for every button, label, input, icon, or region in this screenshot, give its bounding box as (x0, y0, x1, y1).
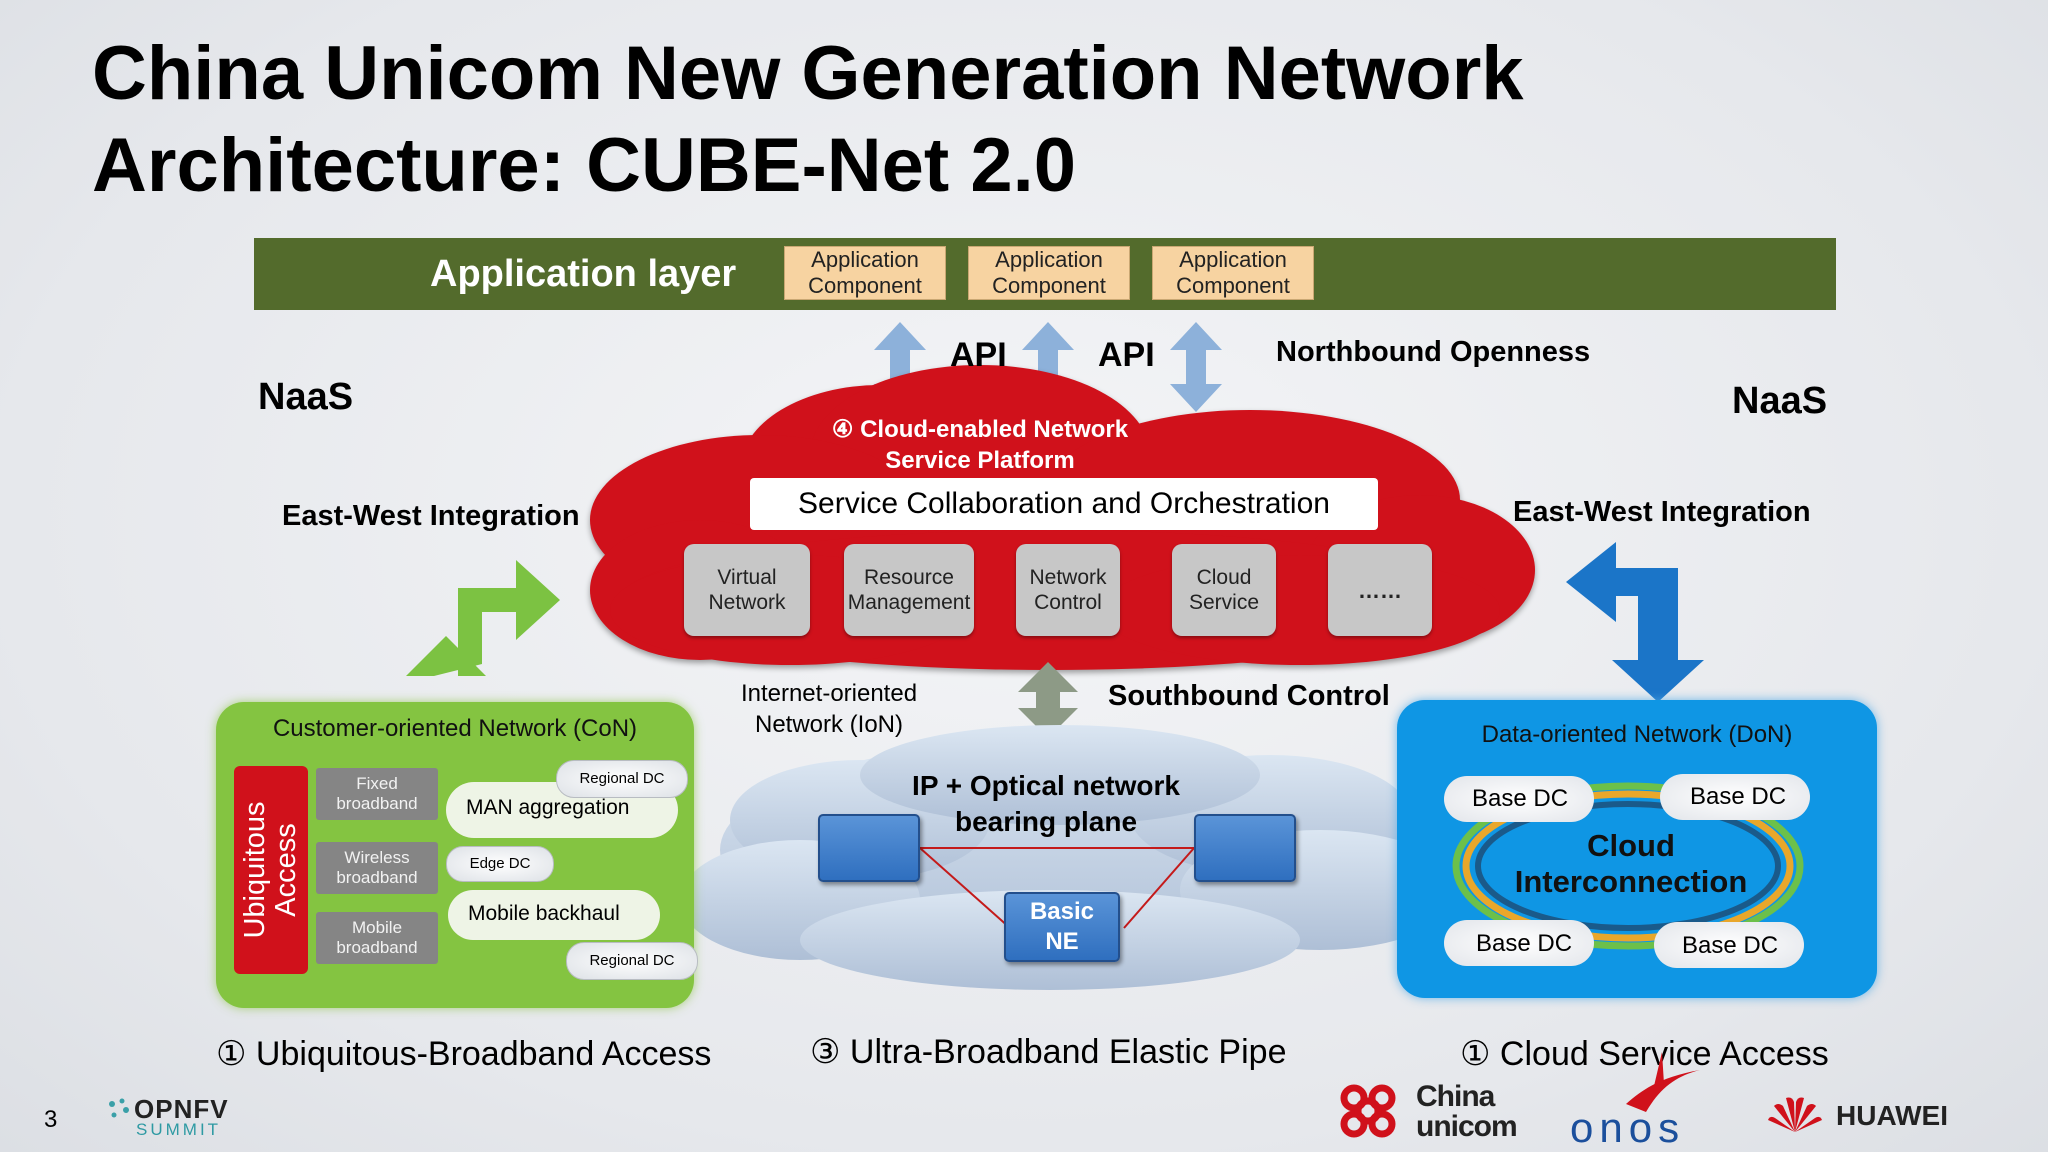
platform-title-line-1: ④ Cloud-enabled Network (831, 416, 1129, 443)
wireless-line-1: Wireless (344, 848, 410, 867)
unicom-knot-icon (1340, 1084, 1396, 1138)
ubiquitous-line-1: Ubiquitous (239, 801, 271, 939)
base-dc-bubble-3 (1444, 920, 1594, 966)
east-west-left-label: East-West Integration (282, 500, 580, 532)
mobile-line-1: Mobile (351, 918, 403, 937)
orchestration-box: Service Collaboration and Orchestration (750, 478, 1378, 530)
onos-bird-icon (1626, 1052, 1700, 1112)
caption-right: ① Cloud Service Access (1460, 1035, 1829, 1073)
southbound-double-arrow-icon (1018, 662, 1078, 738)
base-dc-bubble-2 (1660, 774, 1810, 820)
green-bent-arrow-icon (406, 560, 560, 676)
more-box: …… (1328, 544, 1432, 636)
southbound-label: Southbound Control (1108, 680, 1390, 712)
ubiquitous-access-label: Ubiquitous Access (239, 801, 302, 939)
page-title: China Unicom New Generation Network Arch… (92, 28, 1524, 212)
mobile-backhaul-cloud (448, 890, 660, 940)
blue-bent-arrow-icon (1566, 542, 1704, 702)
east-west-right-label: East-West Integration (1513, 496, 1811, 528)
huawei-text: HUAWEI (1836, 1100, 1948, 1131)
cloud-interconnection-label: Cloud Interconnection (1497, 828, 1765, 900)
caption-center: ③ Ultra-Broadband Elastic Pipe (810, 1033, 1287, 1071)
base-dc-label-4: Base DC (1682, 932, 1779, 959)
fixed-line-1: Fixed (356, 774, 398, 793)
application-component-3: Application Component (1152, 246, 1314, 300)
unicom-text: unicom (1416, 1110, 1518, 1143)
edge-dc-bubble: Edge DC (446, 846, 554, 882)
regional-dc-top-bubble: Regional DC (556, 760, 688, 798)
china-text: China (1416, 1080, 1495, 1113)
basic-ne-node: Basic NE (1004, 892, 1120, 962)
opnfv-text: OPNFV (134, 1094, 229, 1124)
api-label-1: API (950, 336, 1007, 374)
network-node-left (818, 814, 920, 882)
man-aggregation-label: MAN aggregation (466, 796, 630, 819)
network-node-right (1194, 814, 1296, 882)
application-layer-label: Application layer (430, 253, 737, 295)
cloud-line-2: Interconnection (1514, 864, 1748, 899)
ion-line-2: Network (IoN) (754, 711, 904, 738)
basic-ne-line-2: NE (1045, 928, 1079, 955)
caption-left: ① Ubiquitous-Broadband Access (216, 1035, 712, 1073)
page-number: 3 (44, 1106, 58, 1133)
opnfv-logo: OPNFV SUMMIT (104, 1094, 234, 1140)
opnfv-summit-text: SUMMIT (136, 1120, 222, 1139)
base-dc-label-3: Base DC (1476, 930, 1573, 957)
network-control-box: Network Control (1016, 544, 1120, 636)
pipe-links (919, 847, 1195, 929)
base-dc-label-1: Base DC (1472, 785, 1569, 812)
opnfv-spark-icon (109, 1098, 129, 1118)
pipe-title-line-2: bearing plane (954, 806, 1138, 837)
naas-right-label: NaaS (1732, 380, 1828, 422)
ion-line-1: Internet-oriented (740, 680, 918, 707)
naas-left-label: NaaS (258, 376, 354, 418)
pipe-title: IP + Optical network bearing plane (866, 768, 1226, 840)
api-label-2: API (1098, 336, 1155, 374)
wireless-line-2: broadband (336, 868, 418, 887)
don-title: Data-oriented Network (DoN) (1481, 721, 1793, 748)
base-dc-bubble-4 (1654, 922, 1804, 968)
base-dc-bubble-1 (1444, 776, 1594, 822)
title-line-1: China Unicom New Generation Network (92, 31, 1524, 116)
ubiquitous-access-bar: Ubiquitous Access (234, 766, 308, 974)
huawei-logo: HUAWEI (1766, 1094, 1966, 1134)
application-component-1: Application Component (784, 246, 946, 300)
virtual-network-box: Virtual Network (684, 544, 810, 636)
regional-dc-bottom-bubble: Regional DC (566, 942, 698, 980)
pipe-title-line-1: IP + Optical network (912, 770, 1180, 801)
mobile-line-2: broadband (336, 938, 418, 957)
cloud-service-box: Cloud Service (1172, 544, 1276, 636)
basic-ne-line-1: Basic (1029, 898, 1095, 925)
don-graphics (1452, 782, 1804, 950)
china-unicom-logo: China unicom (1334, 1076, 1524, 1146)
cloud-line-1: Cloud (1587, 828, 1675, 863)
mobile-backhaul-label: Mobile backhaul (468, 902, 620, 925)
onos-logo: onos (1566, 1046, 1726, 1151)
platform-title-line-2: Service Platform (885, 447, 1075, 474)
ubiquitous-line-2: Access (270, 823, 302, 917)
title-line-2: Architecture: CUBE-Net 2.0 (92, 123, 1076, 208)
base-dc-label-2: Base DC (1690, 783, 1787, 810)
fixed-line-2: broadband (336, 794, 418, 813)
northbound-label: Northbound Openness (1276, 336, 1591, 368)
platform-title: ④ Cloud-enabled Network Service Platform (810, 414, 1150, 476)
ion-label: Internet-oriented Network (IoN) (716, 678, 942, 740)
huawei-flower-icon (1768, 1097, 1822, 1132)
onos-text: onos (1570, 1104, 1686, 1151)
double-arrow-icon (1170, 322, 1222, 412)
application-component-2: Application Component (968, 246, 1130, 300)
resource-management-box: Resource Management (844, 544, 974, 636)
con-title: Customer-oriented Network (CoN) (272, 715, 638, 742)
